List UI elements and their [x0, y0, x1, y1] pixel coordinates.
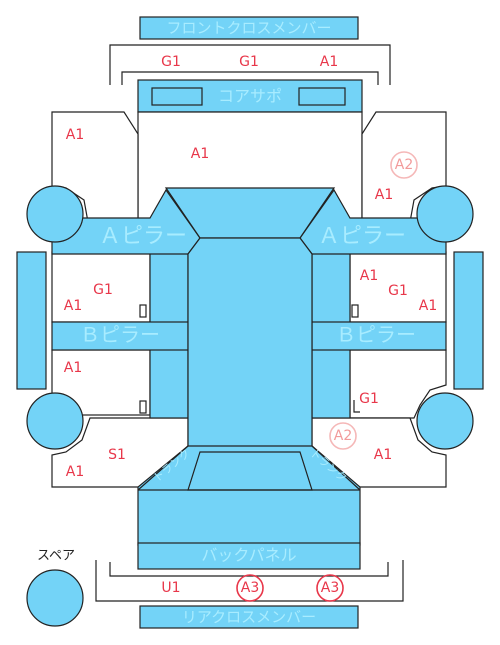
code-front-cross-member-1: G1	[161, 54, 181, 70]
code-hood: A1	[191, 146, 209, 162]
spare-wheel[interactable]	[26, 569, 84, 627]
code-front-left-door-2: G1	[93, 282, 113, 298]
back-panel[interactable]	[137, 542, 361, 570]
rear-cross-member-label: リアクロスメンバー	[182, 608, 316, 626]
rear-right-wheel[interactable]	[416, 392, 474, 450]
front-cross-member-bar[interactable]	[139, 16, 359, 40]
core-support-label: コアサポ	[218, 87, 282, 106]
spare-label: スペア	[37, 549, 75, 564]
code-rear-left-quarter-1: S1	[108, 447, 126, 463]
back-panel-label: バックパネル	[201, 546, 296, 565]
code-rear-cross-member-1: U1	[161, 580, 180, 596]
front-cross-member-bracket-outer	[109, 44, 391, 85]
b-pillar-left[interactable]	[51, 321, 189, 351]
code-front-cross-member-2: G1	[239, 54, 259, 70]
code-front-right-door-2: G1	[388, 283, 408, 299]
rear-right-door-handle	[353, 400, 360, 413]
left-side-sill[interactable]	[16, 251, 47, 390]
core-support-left-lamp[interactable]	[151, 87, 203, 106]
a-pillar-left-label: Ａピラー	[99, 224, 187, 249]
front-right-fender-ring	[390, 151, 418, 179]
b-pillar-right[interactable]	[311, 321, 447, 351]
code-rear-cross-member-2: A3	[241, 580, 259, 596]
b-pillar-right-label: Ｂピラー	[336, 323, 416, 347]
right-side-sill[interactable]	[453, 251, 484, 390]
code-front-left-door-1: A1	[64, 298, 82, 314]
trunk-right-edge	[311, 445, 361, 491]
rear-left-wheel[interactable]	[26, 392, 84, 450]
code-rear-right-quarter-ring: A2	[334, 428, 352, 444]
front-left-door-handle	[139, 304, 147, 318]
a-pillar-right-label: Ａピラー	[318, 224, 406, 249]
front-right-wheel[interactable]	[416, 185, 474, 243]
front-right-door[interactable]	[349, 251, 447, 323]
roof-panel[interactable]	[187, 237, 313, 453]
core-support-right-lamp[interactable]	[298, 87, 346, 106]
code-front-right-fender: A1	[375, 187, 393, 203]
front-right-door-handle	[351, 304, 359, 318]
front-cross-member-bracket-inner	[121, 71, 379, 85]
code-rear-right-quarter: A1	[374, 447, 392, 463]
code-front-right-door-3: A1	[419, 298, 437, 314]
trunk-left-edge	[137, 445, 189, 491]
front-left-wheel[interactable]	[26, 185, 84, 243]
code-front-left-fender: A1	[66, 127, 84, 143]
code-front-right-fender-ring: A2	[395, 157, 413, 173]
rear-left-door-handle	[139, 400, 147, 414]
rear-right-quarter-ring	[329, 422, 357, 450]
code-front-cross-member-3: A1	[320, 54, 338, 70]
b-pillar-left-label: Ｂピラー	[80, 323, 160, 347]
code-front-right-door-1: A1	[360, 268, 378, 284]
code-rear-left-door: A1	[64, 360, 82, 376]
code-rear-left-quarter-2: A1	[66, 464, 84, 480]
code-rear-right-door: G1	[359, 391, 379, 407]
trunk-top-face	[187, 451, 313, 491]
code-rear-cross-member-3: A3	[321, 580, 339, 596]
rear-cross-member-ring-2	[316, 574, 344, 602]
rear-cross-member-ring-1	[236, 574, 264, 602]
front-cross-member-label: フロントクロスメンバー	[166, 19, 331, 37]
rear-cross-member-bracket-inner	[109, 562, 389, 577]
rear-cross-member-bar[interactable]	[139, 605, 359, 629]
